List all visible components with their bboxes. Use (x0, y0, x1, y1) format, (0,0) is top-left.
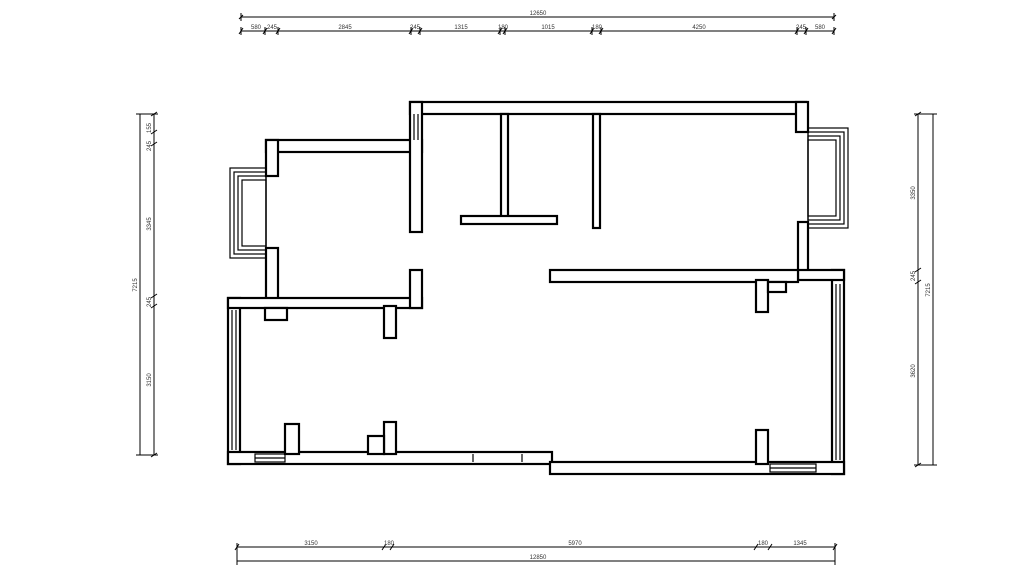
left-dim-5: 3150 (147, 373, 153, 387)
bottom-dim-3: 5970 (568, 541, 582, 547)
window-bottom-right (769, 463, 817, 473)
dim-tick (914, 279, 922, 285)
wall-left-room-top (264, 138, 424, 154)
column-f (366, 434, 386, 456)
bottom-opening (472, 454, 523, 462)
left-dim-3: 3345 (147, 217, 153, 231)
bay-window-left (229, 167, 267, 259)
column-h (263, 306, 289, 322)
top-dim-6: 180 (498, 25, 509, 31)
right-dim-2: 245 (911, 270, 917, 281)
column-g (754, 428, 770, 466)
top-dim-3: 2845 (338, 25, 352, 31)
dim-tick (389, 543, 395, 551)
bottom-dim-4: 180 (758, 541, 769, 547)
floor-plan-walls (226, 100, 846, 476)
wall-partition-b (408, 268, 424, 310)
dim-tick (753, 543, 759, 551)
left-dim-1: 155 (147, 122, 153, 133)
top-overall-dim: 12650 (530, 11, 547, 17)
top-dim-1: 580 (251, 25, 262, 31)
wall-middle (548, 268, 800, 284)
dim-tick (767, 543, 773, 551)
wall-right-lower (830, 268, 846, 476)
right-dim-3: 3620 (911, 364, 917, 378)
wall-left-outer (226, 296, 242, 466)
dim-tick (914, 462, 922, 468)
left-overall-dim: 7215 (133, 278, 139, 292)
dim-tick (832, 543, 838, 551)
top-dim-2: 245 (267, 25, 278, 31)
wall-partition-c (499, 112, 510, 222)
wall-right-step (796, 268, 846, 282)
dim-tick (381, 543, 387, 551)
bottom-dim-1: 3150 (304, 541, 318, 547)
left-dim-4: 245 (147, 296, 153, 307)
wall-top (408, 100, 808, 116)
window-top-left (413, 114, 419, 140)
wall-right-upper (794, 100, 810, 134)
dim-tick (150, 452, 158, 458)
wall-partition-e (591, 112, 602, 230)
top-dim-7: 1015 (541, 25, 555, 31)
dim-tick (150, 303, 158, 309)
left-dimension-lines (136, 111, 158, 458)
dim-tick (234, 543, 240, 551)
wall-left-room-upper (264, 138, 280, 178)
top-dim-5: 1315 (454, 25, 468, 31)
top-dim-9: 4250 (692, 25, 706, 31)
column-c (766, 280, 788, 294)
wall-partition-d (459, 214, 559, 226)
top-dim-8: 180 (592, 25, 603, 31)
column-b (754, 278, 770, 314)
dim-tick (150, 293, 158, 299)
column-e (382, 420, 398, 456)
dim-tick (914, 267, 922, 273)
bottom-overall-dim: 12850 (530, 555, 547, 561)
top-dim-11: 580 (815, 25, 826, 31)
top-dim-4: 245 (410, 25, 421, 31)
dim-tick (150, 141, 158, 147)
window-right-side (835, 284, 841, 460)
top-dimension-lines (238, 13, 837, 35)
dim-tick (150, 111, 158, 117)
top-dim-10: 245 (796, 25, 807, 31)
dim-tick (914, 111, 922, 117)
bottom-dimension-lines (234, 543, 838, 565)
window-bottom-left (254, 453, 286, 463)
right-overall-dim: 7215 (926, 283, 932, 297)
column-d (283, 422, 301, 456)
left-dim-2: 245 (147, 140, 153, 151)
right-dimension-lines (914, 111, 937, 468)
dim-tick (150, 129, 158, 135)
bottom-dim-5: 1345 (793, 541, 807, 547)
window-left-side (231, 310, 237, 450)
column-a (382, 304, 398, 340)
bay-window-right (807, 127, 849, 229)
bottom-dim-2: 180 (384, 541, 395, 547)
right-dim-1: 3350 (911, 186, 917, 200)
wall-partition-a (408, 100, 424, 234)
